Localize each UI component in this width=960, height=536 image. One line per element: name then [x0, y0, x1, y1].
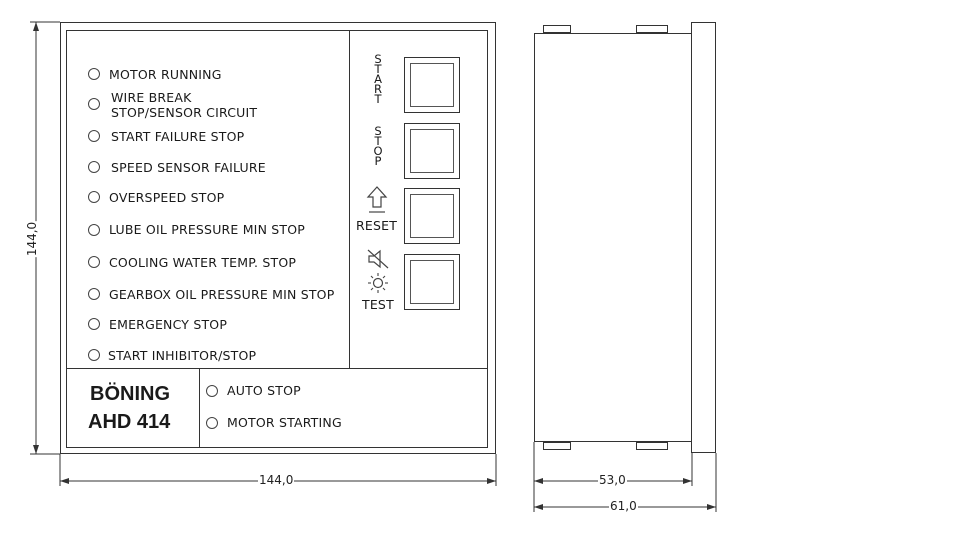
mounting-clip	[543, 442, 571, 450]
mounting-clip	[636, 442, 668, 450]
reset-arrow-icon	[366, 186, 388, 213]
width-dimension-label: 144,0	[258, 473, 295, 487]
indicator-led	[88, 288, 100, 300]
indicator-led	[88, 224, 100, 236]
brand-name: BÖNING	[90, 383, 170, 405]
indicator-label: SPEED SENSOR FAILURE	[111, 160, 266, 175]
indicator-label: OVERSPEED STOP	[109, 190, 225, 205]
indicator-label: LUBE OIL PRESSURE MIN STOP	[109, 222, 306, 237]
indicator-led	[88, 130, 100, 142]
indicator-label: WIRE BREAK	[111, 90, 192, 105]
mute-horn-icon	[367, 249, 389, 269]
indicator-label: EMERGENCY STOP	[109, 317, 228, 332]
reset-button[interactable]	[404, 188, 460, 244]
indicator-label: START INHIBITOR/STOP	[108, 348, 257, 363]
side-view-front-plate	[691, 22, 716, 453]
indicator-led	[88, 256, 100, 268]
indicator-led	[88, 68, 100, 80]
indicator-label-line2: STOP/SENSOR CIRCUIT	[111, 105, 258, 120]
indicator-label: AUTO STOP	[227, 383, 301, 398]
indicator-label: MOTOR RUNNING	[109, 67, 222, 82]
indicator-led	[88, 98, 100, 110]
mounting-clip	[636, 25, 668, 33]
model-number: AHD 414	[88, 411, 171, 433]
body-depth-dimension-label: 53,0	[598, 473, 627, 487]
indicator-led	[88, 318, 100, 330]
indicator-led	[206, 385, 218, 397]
indicator-led	[88, 191, 100, 203]
front-panel-outer	[60, 22, 496, 454]
indicator-label: MOTOR STARTING	[227, 415, 342, 430]
indicator-led	[88, 161, 100, 173]
bottom-indicator-section	[199, 368, 488, 448]
test-button[interactable]	[404, 254, 460, 310]
stop-button[interactable]	[404, 123, 460, 179]
lamp-test-icon	[368, 273, 388, 293]
indicator-label: COOLING WATER TEMP. STOP	[109, 255, 297, 270]
total-depth-dimension-label: 61,0	[609, 499, 638, 513]
indicator-led	[88, 349, 100, 361]
indicator-led	[206, 417, 218, 429]
indicator-label: START FAILURE STOP	[111, 129, 245, 144]
height-dimension-label: 144,0	[25, 220, 40, 258]
start-button[interactable]	[404, 57, 460, 113]
reset-label: RESET	[356, 218, 398, 233]
indicator-label: GEARBOX OIL PRESSURE MIN STOP	[109, 287, 335, 302]
mounting-clip	[543, 25, 571, 33]
test-label: TEST	[362, 297, 394, 312]
